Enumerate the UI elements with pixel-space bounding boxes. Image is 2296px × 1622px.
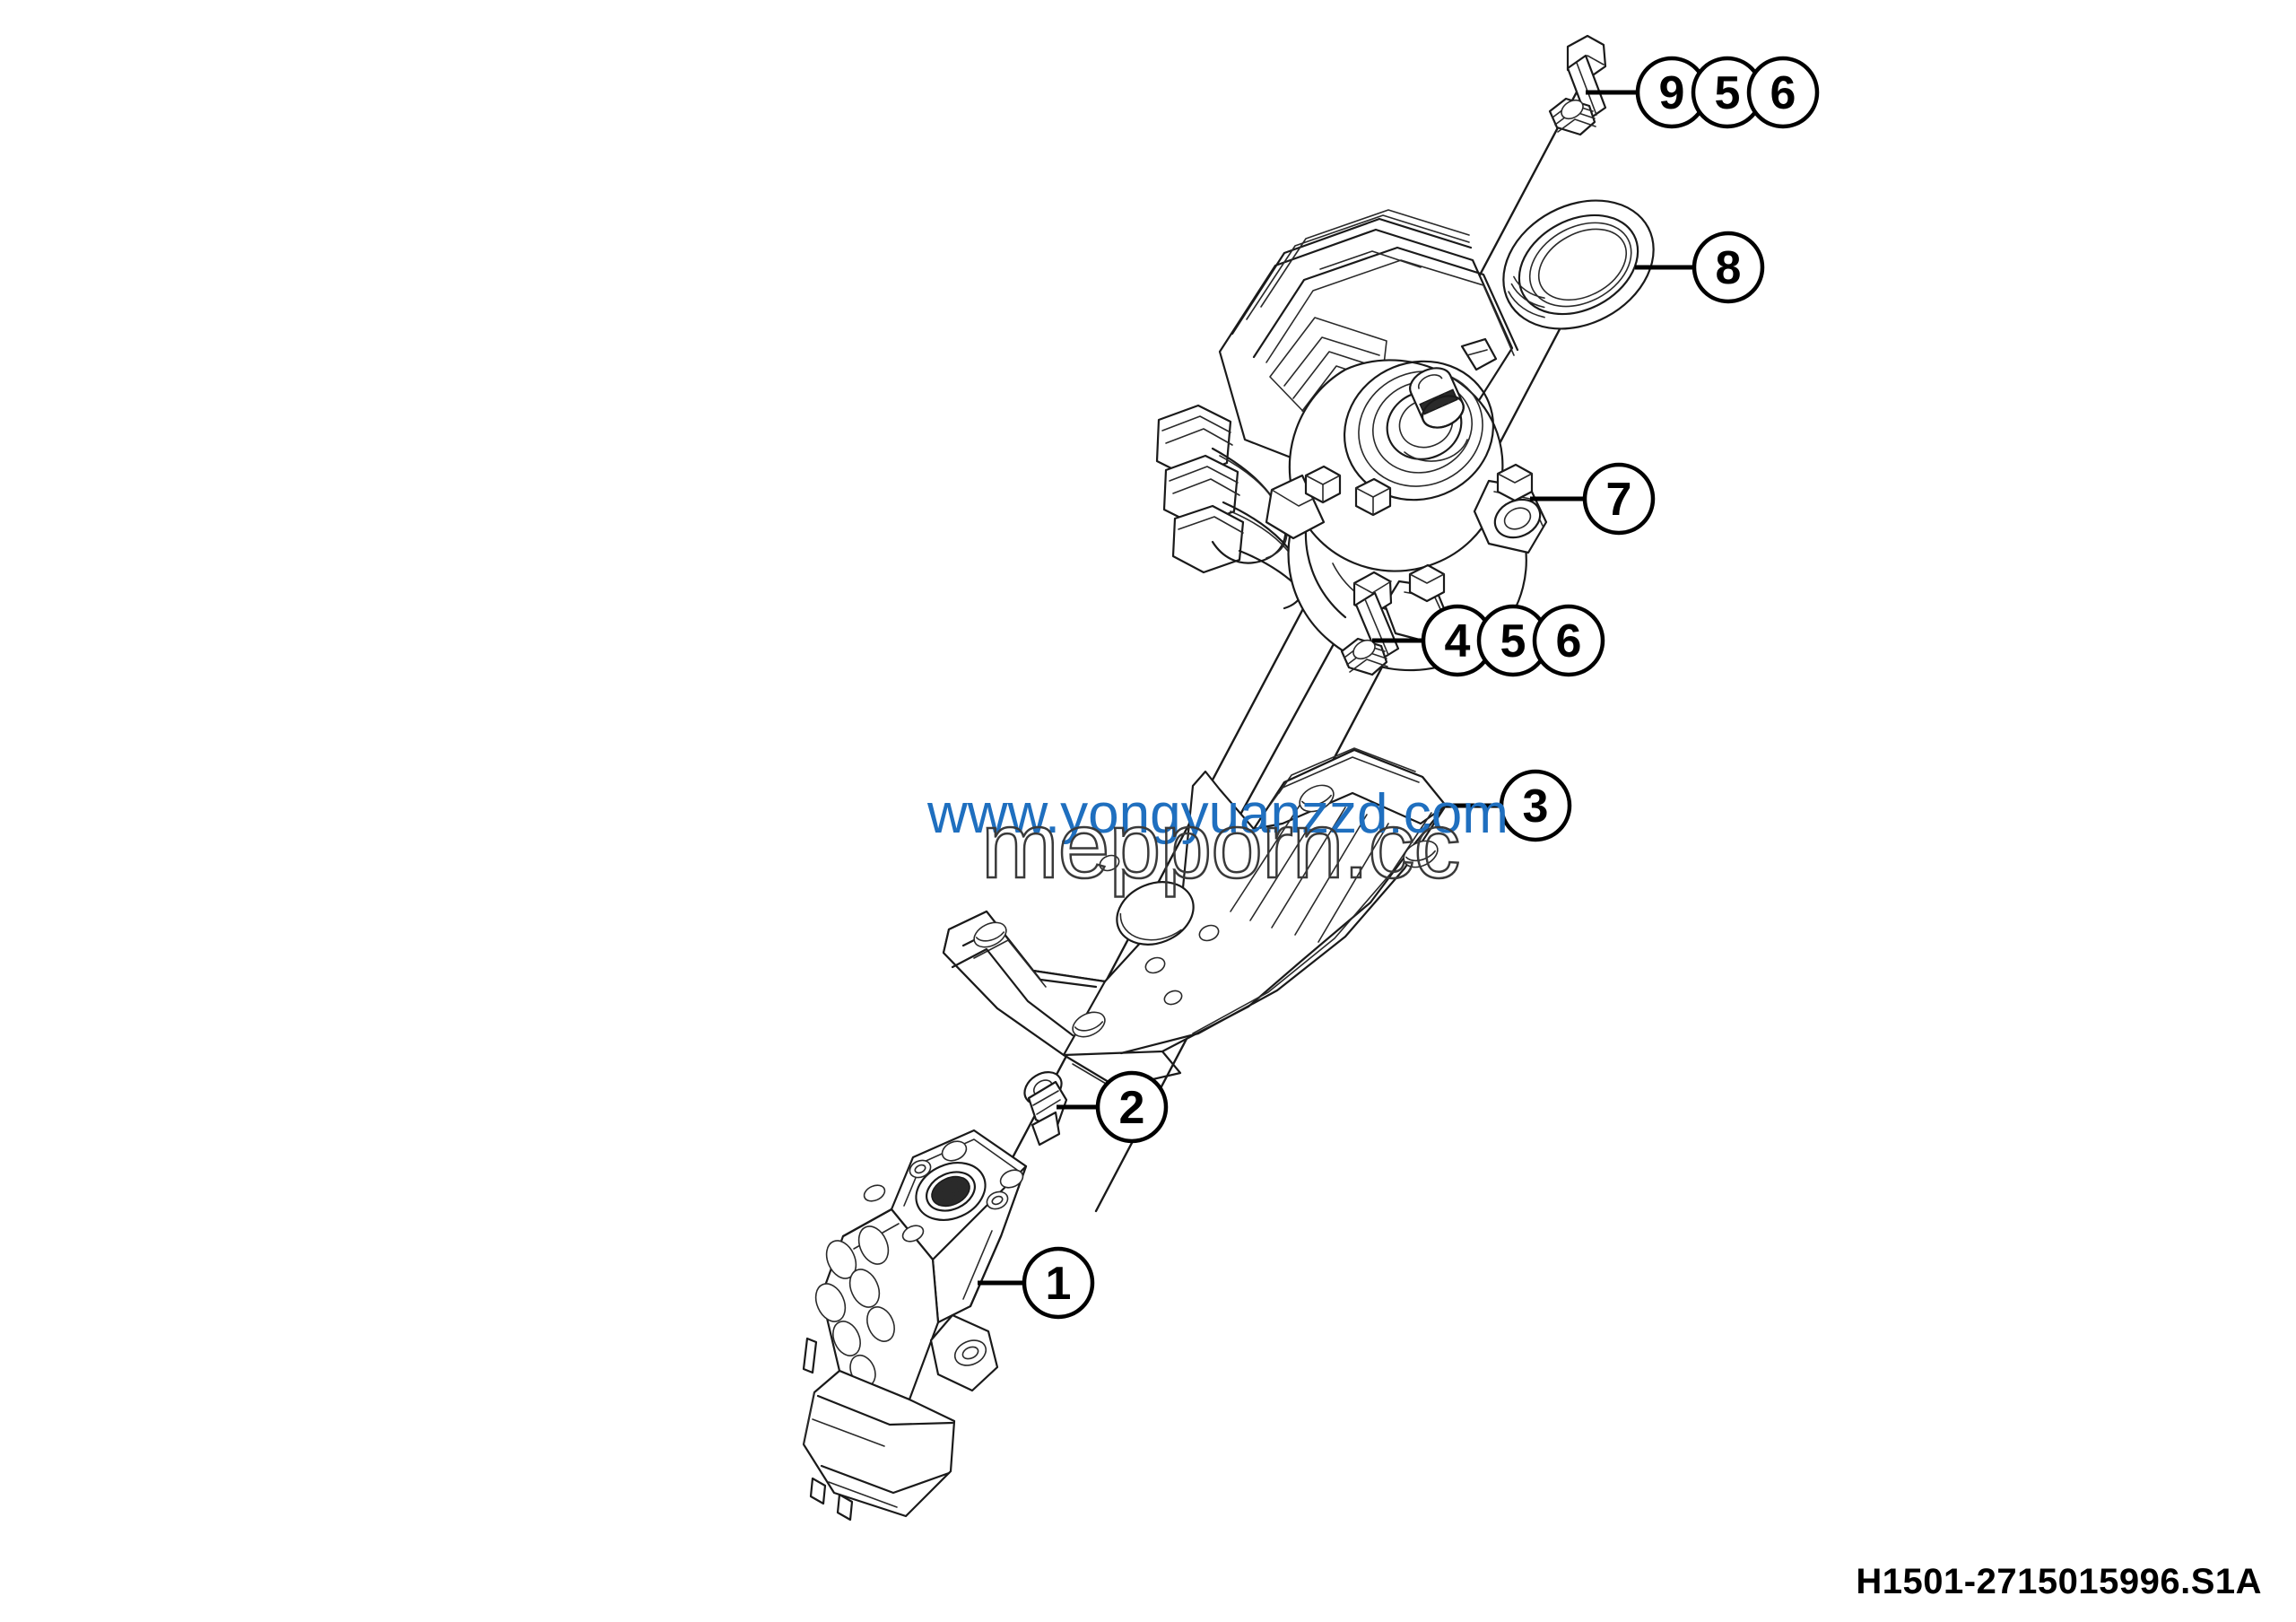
part-eps-motor-assembly [1155,209,1548,672]
part-clamp-bolt [1023,1071,1068,1147]
callout-7[interactable]: 7 [1530,462,1656,536]
part-seal-ring [1502,199,1655,330]
callout-2[interactable]: 2 [1057,1070,1169,1144]
callout-3-label: 3 [1523,780,1549,833]
callout-layer: 9 5 6 8 7 4 [978,56,1820,1320]
callout-4-label: 4 [1445,615,1471,667]
part-bolt-upper [1548,34,1607,136]
callout-6-lower-label: 6 [1556,615,1582,667]
callout-1-label: 1 [1046,1258,1072,1310]
callout-9-5-6[interactable]: 9 5 6 [1586,56,1820,129]
callout-8-label: 8 [1716,242,1742,294]
callout-7-label: 7 [1606,474,1632,526]
part-steering-control-unit [802,1129,1028,1522]
eps-motor-mounting-lugs [1265,337,1548,644]
callout-2-label: 2 [1119,1082,1145,1134]
part-mounting-bracket [942,747,1448,1094]
callout-6-upper-label: 6 [1770,67,1796,119]
callout-9-label: 9 [1659,67,1685,119]
callout-3[interactable]: 3 [1446,769,1572,842]
eps-harness-connectors [1155,404,1315,610]
callout-5-lower-label: 5 [1500,615,1526,667]
callout-4-5-6[interactable]: 4 5 6 [1372,604,1605,677]
callout-5-upper-label: 5 [1715,67,1741,119]
callout-1[interactable]: 1 [978,1246,1095,1320]
catalog-code: H1501-2715015996.S1A [1856,1562,2262,1601]
callout-8[interactable]: 8 [1635,231,1765,304]
part-bolt-lower [1340,571,1400,676]
